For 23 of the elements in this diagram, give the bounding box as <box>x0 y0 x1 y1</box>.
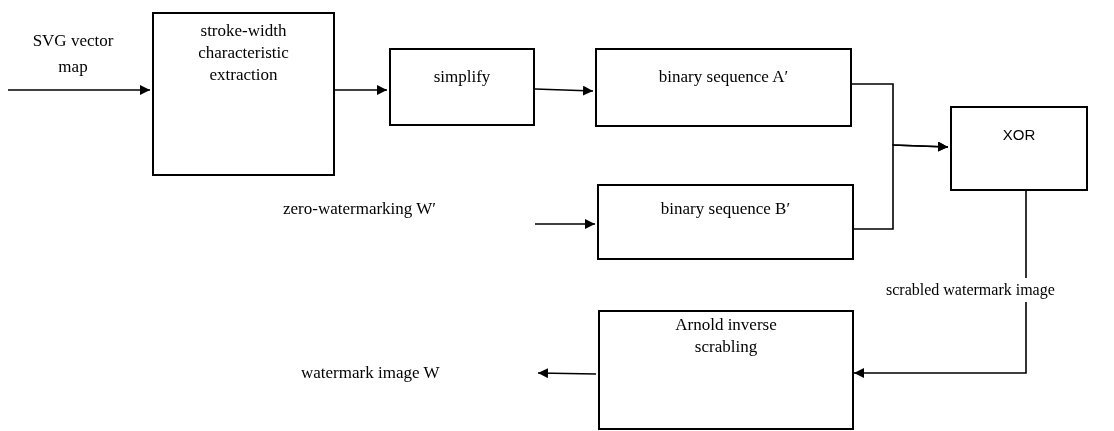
arrow <box>853 190 1027 378</box>
process-box <box>152 12 335 176</box>
box-text: Arnold inverse scrabling <box>674 314 778 358</box>
arrow <box>853 141 949 230</box>
arrow <box>534 85 594 96</box>
arrow <box>537 368 597 379</box>
text-label: watermark image W <box>301 362 440 384</box>
process-box <box>597 184 854 260</box>
box-text: binary sequence B′ <box>659 198 792 220</box>
text-label: zero-watermarking W′ <box>283 198 437 220</box>
box-text: binary sequence A′ <box>657 66 790 88</box>
process-box <box>595 48 852 127</box>
text-label: SVG vector map <box>31 30 115 78</box>
process-box <box>950 106 1088 191</box>
arrow <box>534 219 596 229</box>
box-text: stroke-width characteristic extraction <box>197 20 290 86</box>
arrow <box>7 85 151 95</box>
arrow <box>334 85 388 95</box>
process-box <box>598 310 854 430</box>
edge-label: scrabled watermark image <box>886 278 1055 302</box>
box-text: simplify <box>432 66 492 88</box>
box-text: XOR <box>1001 125 1037 145</box>
process-box <box>389 48 535 126</box>
